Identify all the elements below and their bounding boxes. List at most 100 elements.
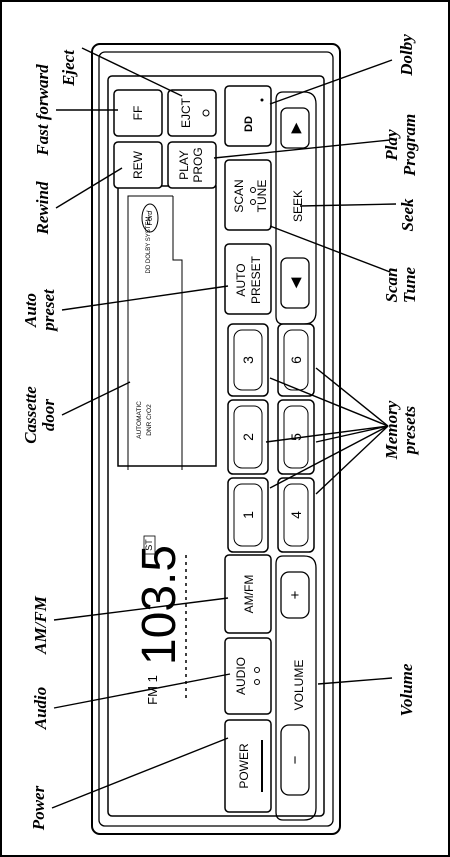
- scan-tune-light-1: [250, 187, 256, 193]
- callout-audio: Audio: [31, 687, 50, 731]
- audio-button[interactable]: [224, 637, 272, 715]
- memory-preset-face-3: [233, 329, 263, 391]
- callout-cassette-door-line2: door: [39, 399, 58, 432]
- leader-auto-preset: [61, 285, 229, 311]
- seek-up-arrow: ▶: [287, 122, 303, 133]
- memory-preset-label-3: 3: [240, 356, 256, 364]
- memory-preset-face-4: [283, 483, 309, 547]
- callout-fast-forward: Fast forward: [33, 64, 52, 157]
- leader-am-fm: [53, 597, 229, 621]
- radio-outer-bezel: [91, 43, 341, 835]
- rewind-button[interactable]: [113, 141, 163, 189]
- memory-preset-button-2[interactable]: [227, 399, 269, 475]
- scan-tune-light-2: [250, 199, 256, 205]
- leader-memory-preset-1: [269, 425, 389, 489]
- leader-memory-preset-6: [315, 367, 389, 427]
- leader-audio: [53, 673, 231, 709]
- am-fm-label: AM/FM: [242, 575, 256, 614]
- leader-memory-preset-3: [269, 377, 389, 427]
- memory-preset-button-3[interactable]: [227, 323, 269, 397]
- leader-memory-preset-5: [315, 425, 389, 443]
- memory-preset-button-1[interactable]: [227, 477, 269, 553]
- volume-up-button[interactable]: [280, 571, 310, 619]
- play-program-label-line2: PROG: [191, 147, 205, 182]
- seek-label: SEEK: [291, 190, 305, 222]
- ford-logo-text: Ford: [147, 210, 154, 226]
- callout-memory-presets-line2: presets: [400, 406, 419, 457]
- callout-volume: Volume: [397, 663, 416, 716]
- memory-preset-label-1: 1: [240, 511, 256, 519]
- leader-memory-preset-4: [315, 425, 389, 495]
- leader-cassette-door: [61, 381, 131, 416]
- leader-scan-tune: [269, 225, 391, 273]
- seek-up-button[interactable]: [280, 107, 310, 149]
- callout-auto-preset-line2: preset: [39, 288, 58, 333]
- rewind-label: REW: [131, 150, 145, 179]
- power-label: POWER: [237, 743, 251, 789]
- seek-down-button[interactable]: [280, 257, 310, 309]
- dolby-button[interactable]: [224, 85, 272, 147]
- scan-tune-label-line1: SCAN: [232, 179, 246, 212]
- leader-seek: [299, 203, 397, 207]
- leader-play-program: [213, 139, 391, 159]
- radio-inner-bezel: [98, 51, 334, 827]
- memory-preset-button-6[interactable]: [277, 323, 315, 397]
- scan-tune-button[interactable]: [224, 159, 272, 231]
- memory-preset-face-1: [233, 483, 263, 547]
- callout-play-program-line1: Play: [382, 129, 401, 162]
- callout-scan-tune-line2: Tune: [400, 266, 419, 303]
- memory-preset-label-2: 2: [240, 433, 256, 441]
- eject-button[interactable]: [167, 89, 217, 137]
- memory-preset-face-6: [283, 329, 309, 391]
- callout-am-fm: AM/FM: [31, 595, 50, 655]
- volume-label: VOLUME: [292, 660, 306, 711]
- leader-rewind: [55, 167, 123, 209]
- fast-forward-button[interactable]: [113, 89, 163, 137]
- auto-preset-button[interactable]: [224, 243, 272, 315]
- cassette-slot-step: [172, 196, 183, 470]
- leader-dolby: [269, 59, 393, 105]
- volume-rocker: [275, 555, 317, 821]
- memory-preset-face-2: [233, 405, 263, 469]
- leader-volume: [317, 677, 393, 685]
- stereo-indicator: ST: [144, 539, 154, 551]
- callout-play-program-line2: Program: [400, 114, 419, 177]
- cassette-door[interactable]: [117, 185, 217, 467]
- callout-power: Power: [29, 785, 48, 831]
- dnr-cro2-tag: DNR CrO2: [146, 404, 153, 436]
- callout-memory-presets-line1: Memory: [382, 400, 401, 460]
- leader-power: [51, 737, 229, 809]
- memory-preset-label-4: 4: [288, 511, 304, 519]
- automatic-tag: AUTOMATIC: [136, 401, 143, 439]
- power-button[interactable]: [224, 719, 272, 813]
- audio-light-2: [254, 679, 260, 685]
- radio-faceplate: [107, 75, 325, 817]
- callout-rewind: Rewind: [33, 181, 52, 235]
- eject-indicator-light: [202, 109, 210, 117]
- auto-preset-label-line1: AUTO: [234, 263, 248, 296]
- volume-down-button[interactable]: [280, 724, 310, 796]
- play-program-button[interactable]: [167, 141, 217, 189]
- callout-scan-tune-line1: Scan: [382, 268, 401, 303]
- dolby-system-tag: DD DOLBY SYSTEM: [146, 217, 152, 274]
- am-fm-button[interactable]: [224, 554, 272, 634]
- callout-auto-preset-line1: Auto: [21, 293, 40, 328]
- leader-lines: [51, 47, 397, 809]
- memory-preset-label-6: 6: [288, 356, 304, 364]
- audio-label: AUDIO: [234, 657, 248, 695]
- callout-cassette-door-line1: Cassette: [21, 386, 40, 444]
- seek-down-arrow: ◀: [287, 277, 303, 288]
- scan-tune-label-line2: TUNE: [255, 180, 269, 213]
- volume-down-sign: −: [287, 755, 304, 764]
- stereo-indicator-box: [143, 535, 156, 555]
- eject-label: EJCT: [179, 97, 193, 128]
- ford-logo: [141, 203, 159, 233]
- leader-eject: [81, 47, 183, 97]
- band-indicator: FM 1: [145, 675, 160, 705]
- memory-preset-button-4[interactable]: [277, 477, 315, 553]
- leader-memory-preset-2: [265, 425, 389, 443]
- audio-light-1: [254, 667, 260, 673]
